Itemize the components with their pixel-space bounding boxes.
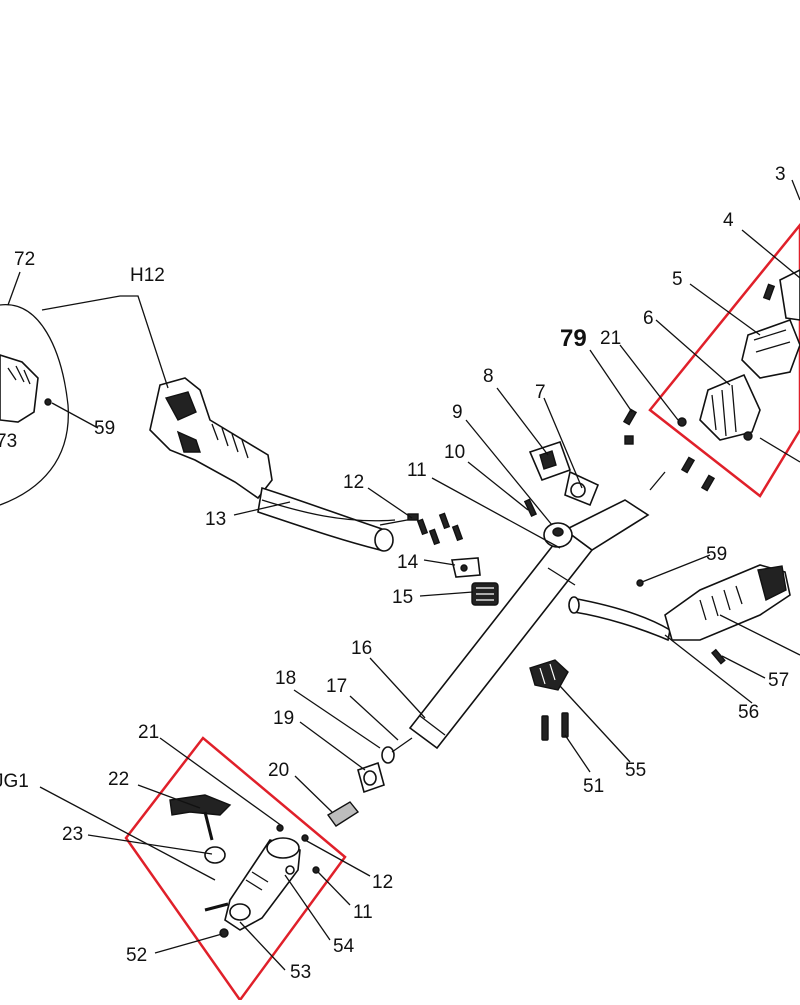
- callout-12-top: 12: [343, 472, 364, 493]
- callout-h12: H12: [130, 265, 165, 286]
- callout-8: 8: [483, 366, 494, 387]
- callout-5: 5: [672, 269, 683, 290]
- callout-12-bottom: 12: [372, 872, 393, 893]
- callout-labels: 3 4 5 6 21 79 8 7 9 10 11 12 13 14 15 16…: [0, 164, 789, 983]
- callout-59-left: 59: [94, 418, 115, 439]
- callout-jg1: JG1: [0, 771, 29, 792]
- callout-54: 54: [333, 936, 355, 957]
- leader-lines: [7, 179, 800, 971]
- callout-21-bottom: 21: [138, 722, 159, 743]
- throttle-assembly: [622, 269, 800, 492]
- switch-plate-14: [451, 557, 481, 578]
- detail-circle-left: [0, 304, 69, 506]
- highlight-box-throttle-assembly: [648, 223, 800, 498]
- screws-51: [541, 712, 569, 741]
- callout-52: 52: [126, 945, 147, 966]
- detail-grip-part: [0, 354, 52, 423]
- callout-23: 23: [62, 824, 83, 845]
- callout-56: 56: [738, 702, 759, 723]
- callout-55: 55: [625, 760, 646, 781]
- front-handle-56: [568, 564, 791, 665]
- callout-11-bottom: 11: [353, 902, 373, 923]
- handle-bracket-assembly: [169, 794, 320, 938]
- callout-21-top: 21: [600, 328, 621, 349]
- callout-17: 17: [326, 676, 347, 697]
- callout-73: 73: [0, 431, 17, 452]
- callout-53: 53: [290, 962, 311, 983]
- screw-bundle-15: [471, 582, 499, 606]
- callout-18: 18: [275, 668, 296, 689]
- clip-55: [529, 659, 569, 691]
- main-handle-tube: [257, 486, 396, 552]
- callout-3: 3: [775, 164, 786, 185]
- callout-13: 13: [205, 509, 226, 530]
- callout-79: 79: [560, 325, 587, 352]
- callout-16: 16: [351, 638, 372, 659]
- callout-57: 57: [768, 670, 789, 691]
- callout-22: 22: [108, 769, 129, 790]
- callout-14: 14: [397, 552, 419, 573]
- callout-72: 72: [14, 249, 35, 270]
- callout-9: 9: [452, 402, 463, 423]
- callout-51: 51: [583, 776, 604, 797]
- callout-4: 4: [723, 210, 734, 231]
- screw-group-12: [416, 512, 464, 546]
- main-shaft-16: [408, 471, 666, 750]
- callout-20: 20: [268, 760, 289, 781]
- main-handle-grip: [149, 377, 273, 500]
- clamp-parts-7-11: [523, 440, 600, 548]
- highlight-box-handle-bracket: [124, 736, 347, 1003]
- callout-11-top: 11: [407, 460, 427, 481]
- callout-7: 7: [535, 382, 546, 403]
- callout-59-right: 59: [706, 544, 727, 565]
- wire-cable: [379, 513, 419, 526]
- callout-10: 10: [444, 442, 465, 463]
- callout-15: 15: [392, 587, 413, 608]
- callout-19: 19: [273, 708, 294, 729]
- callout-6: 6: [643, 308, 654, 329]
